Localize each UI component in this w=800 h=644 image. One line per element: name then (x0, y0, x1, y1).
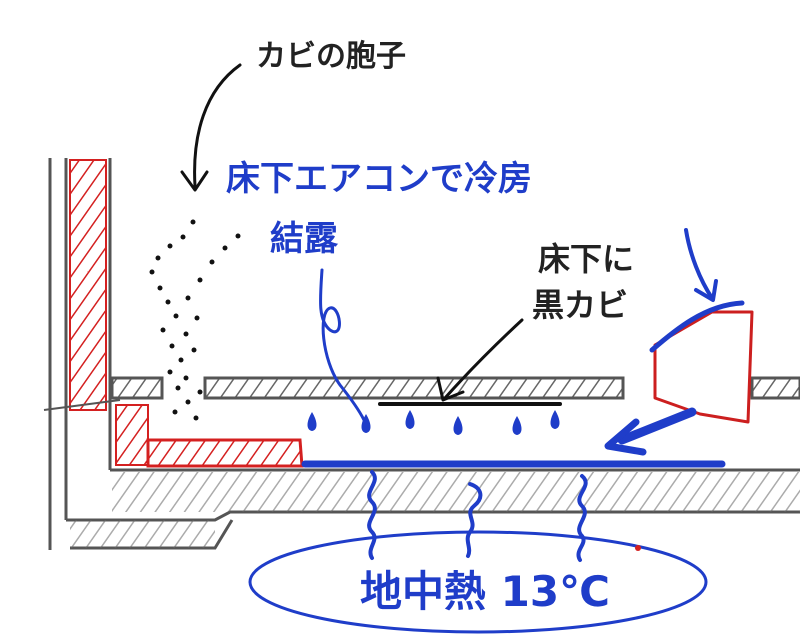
spore-dot (209, 259, 215, 265)
cold-air-arrow-head (604, 418, 647, 456)
cold-air-flow-arrow (604, 407, 697, 456)
spore-dot (180, 234, 186, 240)
label-condensation: 結露 (270, 219, 339, 259)
insulation-vertical (115, 404, 149, 466)
label-geothermal: 地中熱 13℃ (360, 567, 610, 616)
spore-dot (235, 233, 241, 239)
foundation-insulation (115, 404, 304, 468)
label-mold-spores: カビの胞子 (256, 39, 406, 74)
spore-dot (167, 243, 173, 249)
ac-top-highlight (649, 300, 745, 353)
foundation-slab (66, 468, 800, 550)
floor-board-left (110, 376, 164, 400)
insulation-horizontal (146, 438, 304, 468)
geothermal-heat-waves (367, 470, 588, 562)
floor-board (110, 376, 800, 400)
black-mold-arrow (436, 318, 524, 402)
wall-insulation-hatch (69, 159, 107, 411)
slab-step-line (66, 510, 800, 522)
spore-arrow-shaft (193, 63, 242, 188)
mold-spore-dots (149, 219, 241, 421)
droplet (361, 414, 371, 433)
condensation-pointer (319, 268, 366, 422)
floor-board-right (750, 376, 800, 400)
spore-dot (197, 389, 203, 395)
ac-air-in-arrow-head (694, 279, 718, 302)
heat-wave (367, 470, 377, 560)
spore-dot (185, 399, 191, 405)
spore-dot (178, 357, 184, 363)
droplet (512, 416, 522, 435)
droplet (405, 410, 415, 429)
spore-dot (183, 375, 189, 381)
geothermal-ellipse (248, 530, 708, 634)
droplet (453, 416, 463, 435)
black-mold-arrow-shaft (443, 318, 524, 400)
spore-dot (160, 327, 166, 333)
heat-wave (576, 474, 588, 562)
spore-dot (157, 285, 163, 291)
spore-dot (190, 219, 196, 225)
spore-dot (183, 331, 189, 337)
spore-dot (191, 347, 197, 353)
spore-dot (169, 343, 175, 349)
spore-dot (172, 409, 178, 415)
water-droplets (307, 410, 560, 435)
ac-air-in-arrow-shaft (684, 228, 714, 300)
black-mold-arrow-head (436, 376, 465, 402)
spore-dot (167, 369, 173, 375)
droplet (550, 410, 560, 429)
label-black-mold-1: 床下に (538, 240, 634, 278)
exterior-wall (43, 158, 121, 550)
ac-body (653, 310, 754, 424)
spore-dot (193, 415, 199, 421)
air-conditioner-unit (649, 228, 754, 424)
spore-dot (197, 277, 203, 283)
cold-air-arrow-shaft (617, 407, 697, 445)
spore-dot (165, 299, 171, 305)
spore-arrow-head (180, 170, 209, 192)
spore-dot (194, 315, 200, 321)
spore-pointer-arrow (180, 63, 242, 192)
heat-wave (465, 482, 483, 558)
slab-hatch (112, 472, 800, 512)
spore-dot (222, 245, 228, 251)
spore-dot (149, 269, 155, 275)
spore-dot (185, 295, 191, 301)
red-dot (635, 545, 641, 551)
label-black-mold-2: 黒カビ (532, 286, 628, 324)
droplet (307, 412, 317, 431)
spore-dot (175, 385, 181, 391)
wall-sill-line (43, 399, 121, 411)
footing-hatch (70, 520, 215, 548)
label-ac-cooling: 床下エアコンで冷房 (226, 159, 532, 199)
spore-dot (173, 313, 179, 319)
floor-board-main (203, 376, 625, 400)
spore-dot (155, 255, 161, 261)
